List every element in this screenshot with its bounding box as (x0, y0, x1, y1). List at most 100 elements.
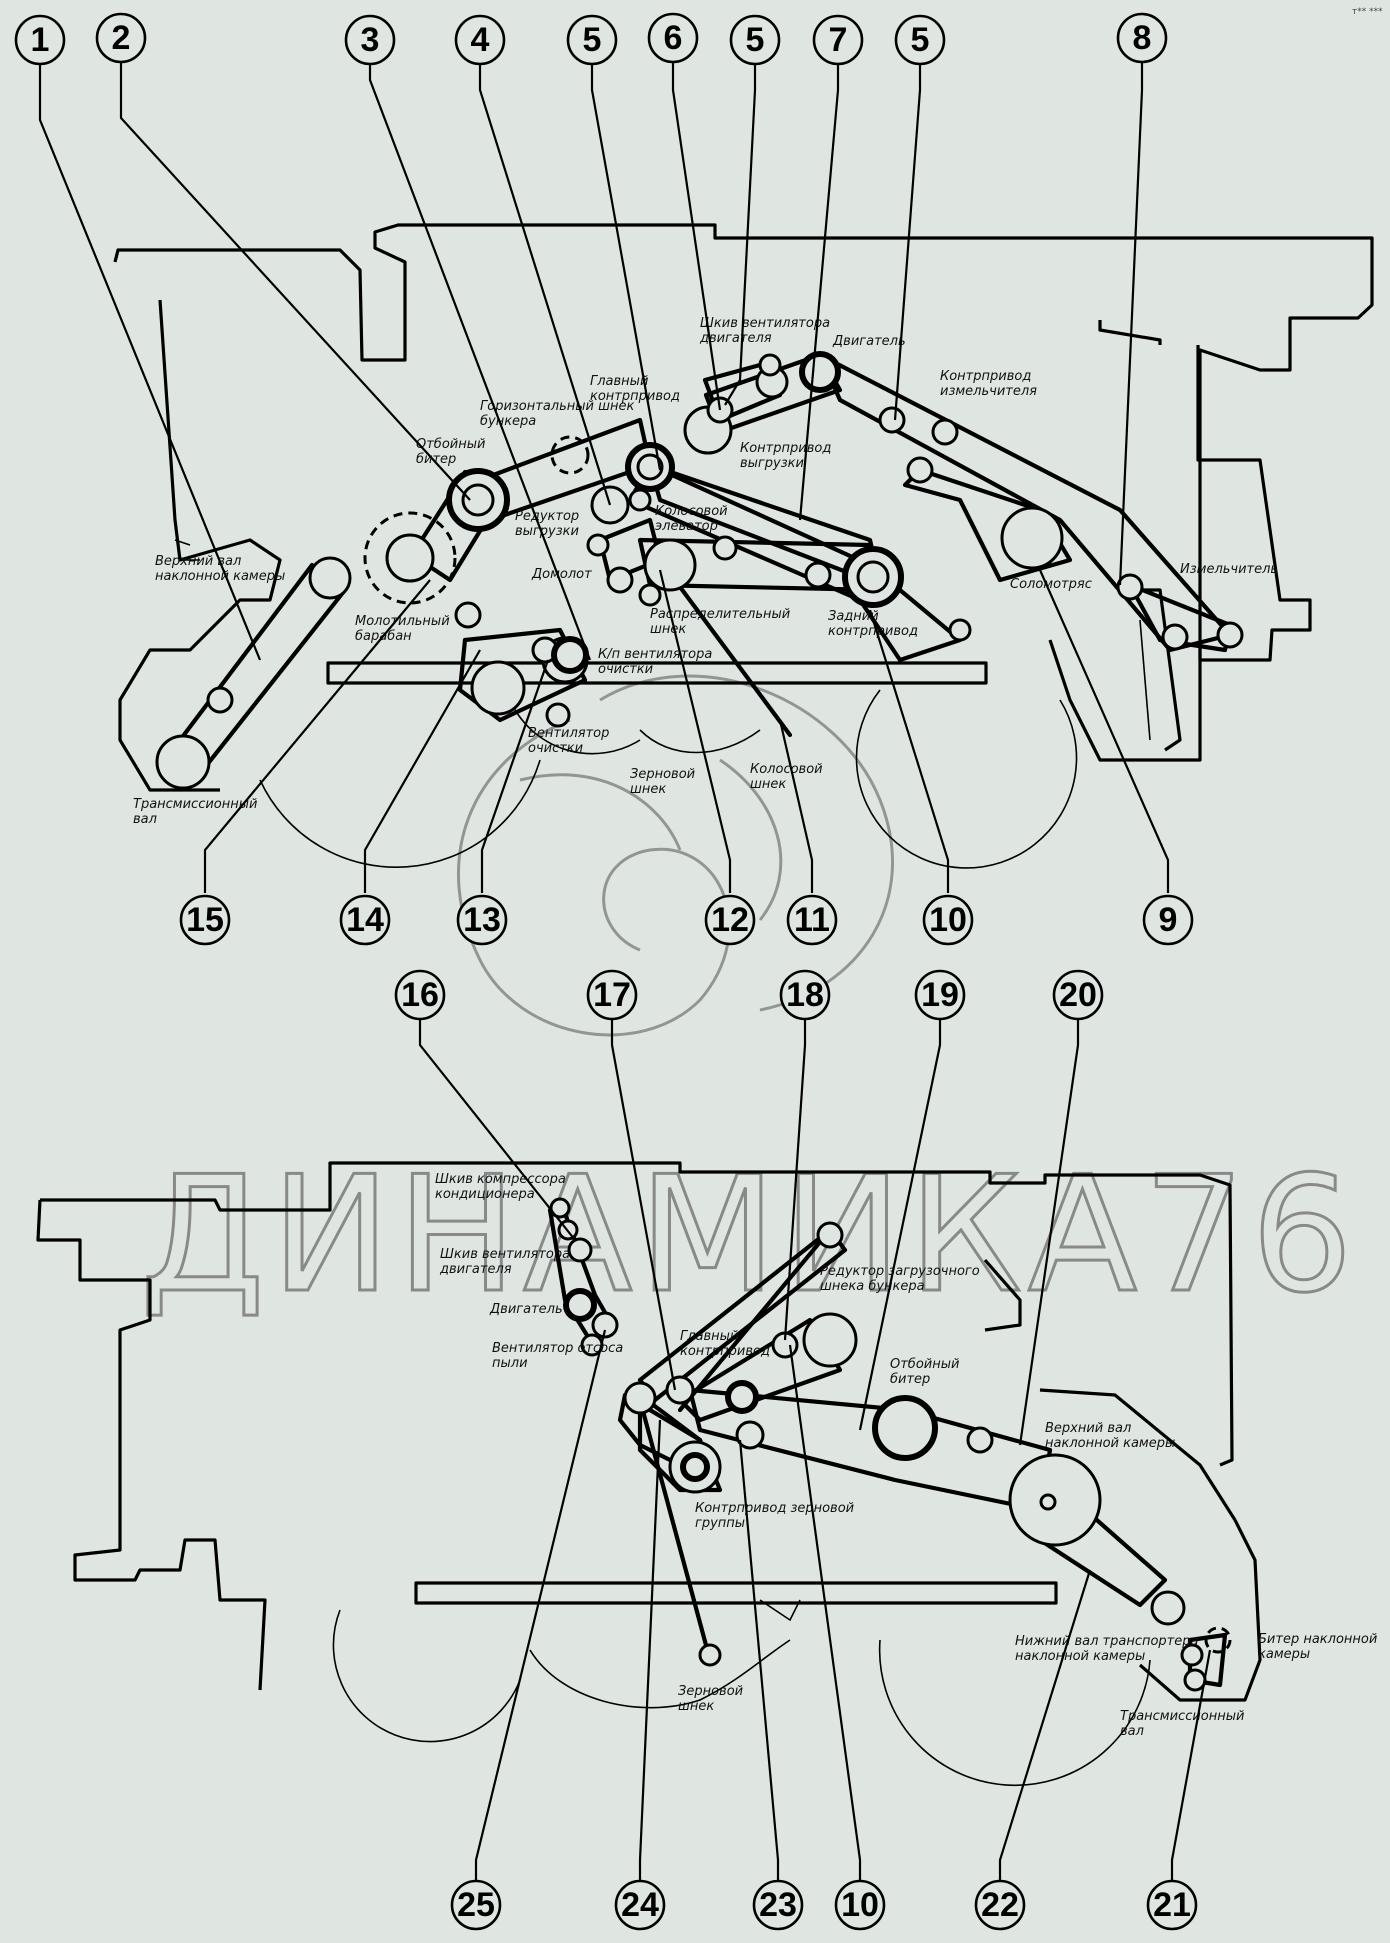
pulley-cleaning-fan (470, 660, 526, 716)
svg-text:13: 13 (463, 901, 501, 939)
pulley-bottom-main-heavy (725, 1380, 759, 1414)
svg-text:11: 11 (794, 901, 830, 939)
callout-13: 13 (456, 894, 508, 946)
pulley-fan-idler (545, 702, 571, 728)
top-leader-lines (38, 60, 1170, 893)
callout-22: 22 (974, 1879, 1026, 1931)
callout-8: 8 (1116, 12, 1168, 64)
pulley-compressor-c (567, 1237, 593, 1263)
callout-23: 23 (752, 1879, 804, 1931)
bottom-belts (547, 1197, 1228, 1688)
pulley-bottom-grain-group-idler (735, 1420, 765, 1450)
callout-5-b: 5 (729, 14, 781, 66)
pulley-chopper-countershaft-a (878, 406, 906, 434)
pulley-unload-idler (586, 533, 610, 557)
svg-text:8: 8 (1133, 19, 1152, 57)
callout-4: 4 (454, 14, 506, 66)
label-straw-walker: Соломотряс (1010, 577, 1092, 592)
pulley-loading-reducer (802, 1312, 858, 1368)
callout-3: 3 (344, 14, 396, 66)
svg-text:14: 14 (346, 901, 384, 939)
pulley-feeder-idler (206, 686, 234, 714)
pulley-rethresher (606, 566, 634, 594)
svg-text:22: 22 (981, 1886, 1019, 1924)
callout-24: 24 (614, 1879, 666, 1931)
pulley-bottom-main (665, 1375, 695, 1405)
corner-mark: т** *** (1352, 7, 1383, 17)
svg-text:21: 21 (1153, 1886, 1191, 1924)
callout-15: 15 (179, 894, 231, 946)
top-callouts-bottom: 15 14 13 12 11 10 9 (179, 894, 1194, 946)
callout-11: 11 (786, 894, 838, 946)
pulley-bottom-upper-shaft-hub (1039, 1493, 1057, 1511)
pulley-engine (799, 351, 841, 393)
pulley-distribution (712, 535, 738, 561)
svg-text:19: 19 (921, 976, 959, 1014)
pulley-distribution-small (638, 583, 662, 607)
pulley-transmission-shaft (155, 734, 211, 790)
svg-text:7: 7 (829, 21, 848, 59)
pulley-bottom-engine (563, 1288, 597, 1322)
belt-bottom-left (617, 1392, 703, 1473)
label-rethresher: Домолот (531, 567, 592, 582)
callout-5-c: 5 (894, 14, 946, 66)
pulley-dust-fan-a (591, 1311, 619, 1339)
belt-engine-chopper (817, 352, 1233, 653)
svg-text:18: 18 (786, 976, 824, 1014)
pulley-bottom-beater (872, 1395, 938, 1461)
loading-auger-shaft (677, 1227, 833, 1413)
svg-text:15: 15 (186, 901, 224, 939)
svg-text:4: 4 (471, 21, 490, 59)
svg-text:25: 25 (457, 1886, 495, 1924)
svg-text:12: 12 (711, 901, 749, 939)
callout-14: 14 (339, 894, 391, 946)
pulley-strawwalker-idler (906, 456, 934, 484)
pulley-tailings-elevator (643, 538, 697, 592)
pulley-main-countershaft-inner (636, 453, 664, 481)
pulley-engine-fan-small (758, 353, 782, 377)
label-bottom-engine: Двигатель (489, 1302, 563, 1317)
callout-9: 9 (1142, 894, 1194, 946)
svg-text:17: 17 (593, 976, 631, 1014)
callout-18: 18 (779, 969, 831, 1021)
svg-text:20: 20 (1059, 976, 1097, 1014)
svg-text:9: 9 (1159, 901, 1178, 939)
pulley-upper-feeder-shaft (308, 556, 352, 600)
svg-text:23: 23 (759, 1886, 797, 1924)
svg-text:2: 2 (112, 19, 131, 57)
pulley-fan-gearbox-main (551, 636, 589, 674)
bottom-callouts-bottom: 25 24 23 10 22 21 (450, 1879, 1198, 1931)
callout-7: 7 (812, 14, 864, 66)
svg-text:10: 10 (841, 1886, 879, 1924)
pulley-compressor-a (549, 1197, 571, 1219)
svg-text:16: 16 (401, 976, 439, 1014)
callout-5-a: 5 (566, 14, 618, 66)
svg-text:5: 5 (911, 21, 930, 59)
top-pulleys (155, 351, 1244, 790)
top-callouts-top: 1 2 3 4 5 6 5 7 5 8 (14, 12, 1168, 66)
pulley-bottom-left (623, 1381, 657, 1415)
watermark-text: ДИНАМИКА76 (140, 1141, 1359, 1328)
pulley-bottom-grain-auger (698, 1643, 722, 1667)
pulley-chopper-tension (1161, 623, 1189, 651)
